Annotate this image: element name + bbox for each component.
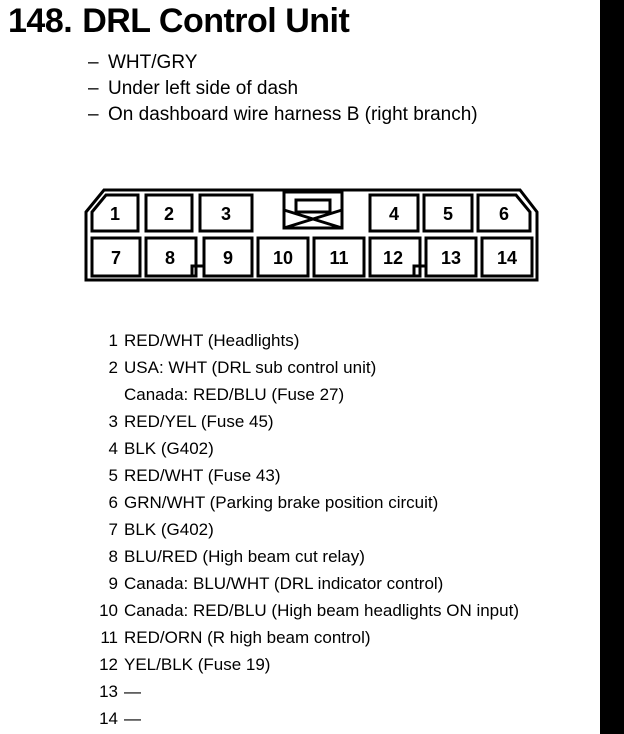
pin-label-3: 3 <box>221 204 231 224</box>
note-item: –On dashboard wire harness B (right bran… <box>88 102 478 128</box>
cavity-2 <box>144 193 194 233</box>
cavity-7 <box>90 236 142 278</box>
pin-label-11: 11 <box>329 248 348 268</box>
pin-description-line: Canada: RED/BLU (Fuse 27) <box>124 385 345 404</box>
pin-row: 5 RED/WHT (Fuse 43) <box>92 462 519 489</box>
pin-row: 12 YEL/BLK (Fuse 19) <box>92 651 519 678</box>
pin-row: 14 — <box>92 705 519 732</box>
pin-label-1: 1 <box>110 204 120 224</box>
pin-number: 1 <box>108 331 118 350</box>
pin-description: USA: WHT (DRL sub control unit) Canada: R… <box>124 354 376 408</box>
pin-description: BLU/RED (High beam cut relay) <box>124 547 365 566</box>
pin-row: 3 RED/YEL (Fuse 45) <box>92 408 519 435</box>
cavity-3 <box>198 193 254 233</box>
key-notch-right <box>412 264 428 276</box>
cavity-4 <box>368 193 420 233</box>
title-text: DRL Control Unit <box>82 2 350 40</box>
pin-description: RED/ORN (R high beam control) <box>124 628 371 647</box>
note-item: –Under left side of dash <box>88 76 478 102</box>
pin-label-6: 6 <box>499 204 509 224</box>
pin-description: Canada: RED/BLU (High beam headlights ON… <box>124 601 519 620</box>
section-number: 148. <box>8 2 73 40</box>
pin-number: 7 <box>108 520 118 539</box>
cavity-6 <box>476 193 532 233</box>
pin-label-13: 13 <box>441 248 461 268</box>
pin-row: 9 Canada: BLU/WHT (DRL indicator control) <box>92 570 519 597</box>
pin-label-10: 10 <box>273 248 293 268</box>
note-item: –WHT/GRY <box>88 50 478 76</box>
pin-label-8: 8 <box>165 248 175 268</box>
pin-row: 1 RED/WHT (Headlights) <box>92 327 519 354</box>
pin-label-5: 5 <box>443 204 453 224</box>
key-notch-left <box>190 264 206 276</box>
pin-number: 14 <box>99 709 118 728</box>
page-edge-bar <box>600 0 624 734</box>
pin-row: 11 RED/ORN (R high beam control) <box>92 624 519 651</box>
cavity-10 <box>256 236 310 278</box>
pin-number: 2 <box>108 358 118 377</box>
lock-window <box>294 198 332 214</box>
pin-description: BLK (G402) <box>124 439 214 458</box>
pin-description-line: USA: WHT (DRL sub control unit) <box>124 358 377 377</box>
note-text: Under left side of dash <box>108 78 299 99</box>
cavity-13 <box>424 236 478 278</box>
cavity-14 <box>480 236 534 278</box>
pin-row: 8 BLU/RED (High beam cut relay) <box>92 543 519 570</box>
pin-row: 7 BLK (G402) <box>92 516 519 543</box>
cavity-5 <box>422 193 474 233</box>
cavity-11 <box>312 236 366 278</box>
pin-description: — <box>124 709 141 728</box>
lock-cross-b <box>283 208 343 230</box>
pin-label-9: 9 <box>223 248 233 268</box>
pin-row: 6 GRN/WHT (Parking brake position circuit… <box>92 489 519 516</box>
note-text: WHT/GRY <box>108 52 198 73</box>
pin-number: 13 <box>99 682 118 701</box>
pin-description: RED/YEL (Fuse 45) <box>124 412 274 431</box>
pin-description: Canada: BLU/WHT (DRL indicator control) <box>124 574 444 593</box>
pin-number: 8 <box>108 547 118 566</box>
pin-row: 13 — <box>92 678 519 705</box>
pin-number: 3 <box>108 412 118 431</box>
cavity-9 <box>202 236 254 278</box>
connector-notes: –WHT/GRY –Under left side of dash –On da… <box>88 50 478 128</box>
pin-description: GRN/WHT (Parking brake position circuit) <box>124 493 439 512</box>
note-text: On dashboard wire harness B (right branc… <box>108 104 478 125</box>
pin-number: 12 <box>99 655 118 674</box>
cavity-8 <box>144 236 198 278</box>
lock-tab <box>282 190 344 230</box>
pin-row: 10 Canada: RED/BLU (High beam headlights … <box>92 597 519 624</box>
connector-diagram: 1 2 3 4 5 6 7 8 9 10 11 12 13 14 <box>84 188 539 282</box>
pin-number: 4 <box>108 439 118 458</box>
pin-label-4: 4 <box>389 204 399 224</box>
note-dash: – <box>88 52 99 73</box>
pin-description: RED/WHT (Fuse 43) <box>124 466 281 485</box>
pin-label-2: 2 <box>164 204 174 224</box>
pin-number: 6 <box>108 493 118 512</box>
cavity-1 <box>90 193 140 233</box>
pin-list: 1 RED/WHT (Headlights) 2 USA: WHT (DRL sub… <box>92 327 519 732</box>
cavity-12 <box>368 236 422 278</box>
pin-description: YEL/BLK (Fuse 19) <box>124 655 271 674</box>
pin-number: 10 <box>99 601 118 620</box>
pin-description: BLK (G402) <box>124 520 214 539</box>
connector-housing <box>84 188 539 282</box>
page-title: 148.DRL Control Unit <box>8 2 350 41</box>
pin-number: 11 <box>100 628 118 647</box>
pin-label-7: 7 <box>111 248 121 268</box>
note-dash: – <box>88 104 99 125</box>
pin-number: 9 <box>108 574 118 593</box>
note-dash: – <box>88 78 99 99</box>
pin-label-12: 12 <box>383 248 403 268</box>
pin-description: — <box>124 682 141 701</box>
pin-row: 4 BLK (G402) <box>92 435 519 462</box>
pin-label-14: 14 <box>497 248 517 268</box>
pin-number: 5 <box>108 466 118 485</box>
pin-row: 2 USA: WHT (DRL sub control unit) Canada: … <box>92 354 519 408</box>
pin-description: RED/WHT (Headlights) <box>124 331 300 350</box>
